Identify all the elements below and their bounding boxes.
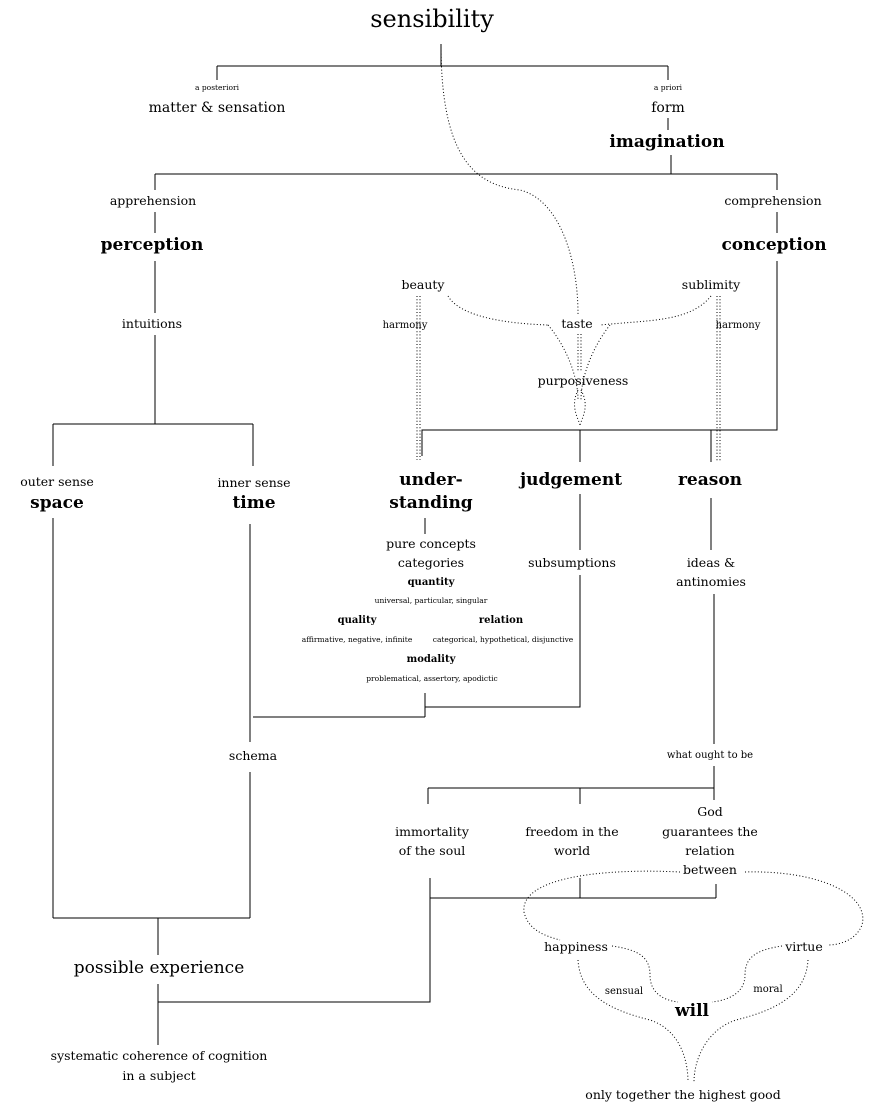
node-moral: moral (753, 984, 783, 995)
node-god-line2: guarantees the (662, 824, 758, 839)
node-quantity: quantity (407, 577, 455, 588)
node-harmony-left: harmony (382, 320, 428, 331)
node-immortality-line1: immortality (395, 824, 469, 839)
node-modality: modality (406, 654, 456, 665)
node-reason: reason (677, 470, 743, 490)
node-judgement: judgement (519, 470, 623, 490)
node-systematic-line1: systematic coherence of cognition (50, 1048, 268, 1063)
node-systematic-line2: in a subject (122, 1068, 196, 1083)
node-space: space (30, 493, 84, 513)
node-quality: quality (337, 615, 377, 626)
node-relation-items: categorical, hypothetical, disjunctive (432, 635, 574, 644)
node-ideas-line1: ideas & (686, 555, 736, 570)
node-ideas-line2: antinomies (676, 574, 746, 589)
node-imagination: imagination (609, 132, 725, 152)
node-apprehension: apprehension (109, 193, 197, 208)
node-possible-experience: possible experience (73, 958, 245, 978)
node-harmony-right: harmony (715, 320, 761, 331)
node-a-priori: a priori (653, 83, 683, 92)
node-taste: taste (561, 316, 593, 331)
node-pure-concepts: pure concepts (386, 536, 476, 551)
node-comprehension: comprehension (724, 193, 822, 208)
node-god-line1: God (697, 804, 723, 819)
node-categories: categories (397, 555, 465, 570)
node-conception: conception (721, 235, 827, 255)
node-freedom-line1: freedom in the (525, 824, 619, 839)
node-will: will (674, 1001, 710, 1021)
node-highest-good: only together the highest good (585, 1087, 781, 1102)
node-freedom-line2: world (553, 843, 591, 858)
node-understanding-line1: under- (399, 470, 463, 490)
node-immortality-line2: of the soul (398, 843, 466, 858)
node-outer-sense: outer sense (20, 474, 94, 489)
node-quality-items: affirmative, negative, infinite (301, 635, 413, 644)
node-sensibility: sensibility (370, 5, 494, 33)
node-beauty: beauty (401, 277, 445, 292)
node-sensual: sensual (604, 986, 644, 997)
node-schema: schema (228, 748, 278, 763)
node-inner-sense: inner sense (217, 475, 291, 490)
node-a-posteriori: a posteriori (195, 83, 239, 92)
node-subsumptions: subsumptions (528, 555, 616, 570)
node-purposiveness: purposiveness (537, 373, 629, 388)
node-matter-sensation: matter & sensation (148, 100, 286, 116)
node-what-ought: what ought to be (666, 750, 754, 761)
node-modality-items: problematical, assertory, apodictic (366, 674, 498, 683)
node-form: form (651, 100, 685, 116)
node-god-line4: between (683, 862, 737, 877)
node-understanding-line2: standing (389, 493, 473, 513)
node-relation: relation (478, 615, 524, 626)
node-quantity-items: universal, particular, singular (374, 596, 488, 605)
node-god-line3: relation (685, 843, 735, 858)
node-perception: perception (100, 235, 204, 255)
node-happiness: happiness (544, 939, 608, 954)
node-sublimity: sublimity (681, 277, 741, 292)
node-intuitions: intuitions (121, 316, 183, 331)
node-time: time (232, 493, 276, 513)
node-virtue: virtue (785, 939, 823, 954)
